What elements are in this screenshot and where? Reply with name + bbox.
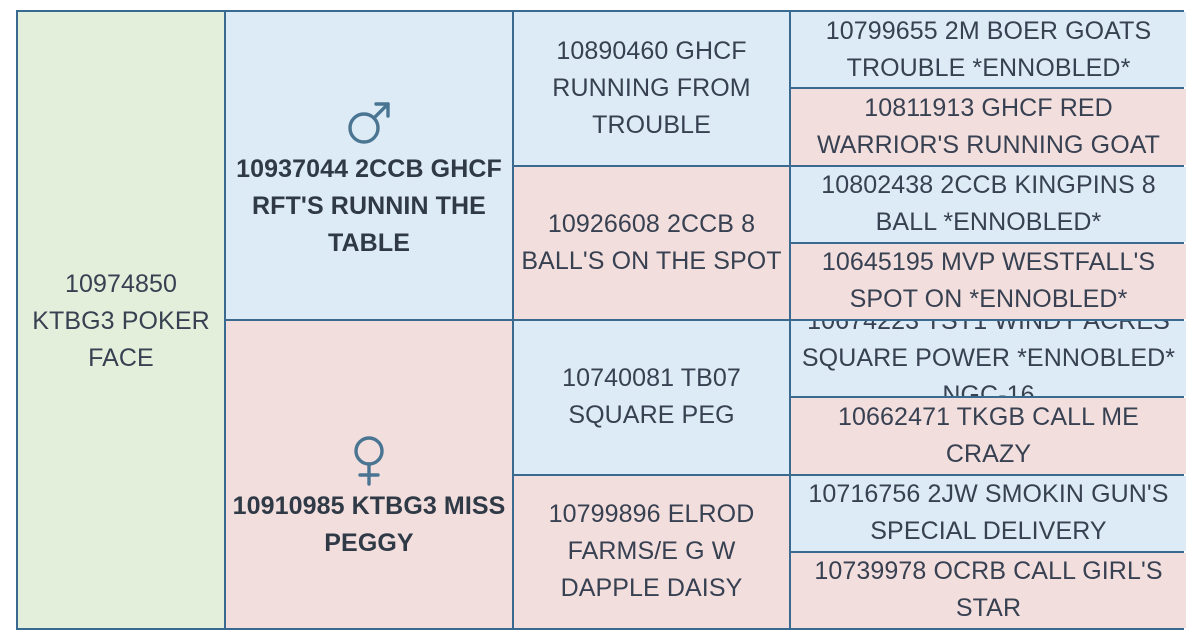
great-grandparent-name: 10811913 GHCF RED WARRIOR'S RUNNING GOAT <box>816 93 1161 159</box>
great-grandparent-name: 10716756 2JW SMOKIN GUN'S SPECIAL DELIVE… <box>808 480 1169 546</box>
dam-dam-name: 10799896 ELROD FARMS/E G W DAPPLE DAISY <box>548 500 755 603</box>
subject-cell: 10974850 KTBG3 POKER FACE <box>18 12 224 628</box>
dam-name: 10910985 KTBG3 MISS PEGGY <box>232 491 506 557</box>
dam-sire-name: 10740081 TB07 SQUARE PEG <box>562 364 741 430</box>
great-grandparent-cell: 10739978 OCRB CALL GIRL'S STAR <box>791 552 1186 628</box>
great-grandparent-cell: 10645195 MVP WESTFALL'S SPOT ON *ENNOBLE… <box>791 243 1186 319</box>
sire-name: 10937044 2CCB GHCF RFT'S RUNNIN THE TABL… <box>236 155 502 257</box>
great-grandparent-cell: 10674223 TST1 WINDY ACRES SQUARE POWER *… <box>791 321 1186 397</box>
great-grandparent-cell: 10802438 2CCB KINGPINS 8 BALL *ENNOBLED* <box>791 166 1186 242</box>
great-grandparent-cell: 10662471 TKGB CALL ME CRAZY <box>791 398 1186 474</box>
pedigree-table: 10974850 KTBG3 POKER FACE 10937044 2CCB … <box>16 10 1186 630</box>
female-icon <box>343 434 395 486</box>
sire-dam-cell: 10926608 2CCB 8 BALL'S ON THE SPOT <box>514 166 789 319</box>
great-grandparent-name: 10739978 OCRB CALL GIRL'S STAR <box>814 557 1163 623</box>
great-grandparent-name: 10674223 TST1 WINDY ACRES SQUARE POWER *… <box>801 321 1176 397</box>
great-grandparent-name: 10802438 2CCB KINGPINS 8 BALL *ENNOBLED* <box>821 171 1156 237</box>
dam-cell: 10910985 KTBG3 MISS PEGGY <box>226 321 512 628</box>
great-grandparent-name: 10799655 2M BOER GOATS TROUBLE *ENNOBLED… <box>825 16 1152 82</box>
sire-sire-name: 10890460 GHCF RUNNING FROM TROUBLE <box>552 36 751 139</box>
sire-dam-name: 10926608 2CCB 8 BALL'S ON THE SPOT <box>521 209 782 275</box>
dam-sire-cell: 10740081 TB07 SQUARE PEG <box>514 321 789 474</box>
great-grandparent-name: 10662471 TKGB CALL ME CRAZY <box>838 402 1139 468</box>
great-grandparent-name: 10645195 MVP WESTFALL'S SPOT ON *ENNOBLE… <box>821 248 1156 314</box>
sire-cell: 10937044 2CCB GHCF RFT'S RUNNIN THE TABL… <box>226 12 512 319</box>
great-grandparent-cell: 10811913 GHCF RED WARRIOR'S RUNNING GOAT <box>791 89 1186 165</box>
sire-sire-cell: 10890460 GHCF RUNNING FROM TROUBLE <box>514 12 789 165</box>
dam-dam-cell: 10799896 ELROD FARMS/E G W DAPPLE DAISY <box>514 475 789 628</box>
great-grandparent-cell: 10799655 2M BOER GOATS TROUBLE *ENNOBLED… <box>791 12 1186 88</box>
male-icon <box>343 97 395 149</box>
great-grandparent-cell: 10716756 2JW SMOKIN GUN'S SPECIAL DELIVE… <box>791 475 1186 551</box>
subject-name: 10974850 KTBG3 POKER FACE <box>32 269 210 372</box>
